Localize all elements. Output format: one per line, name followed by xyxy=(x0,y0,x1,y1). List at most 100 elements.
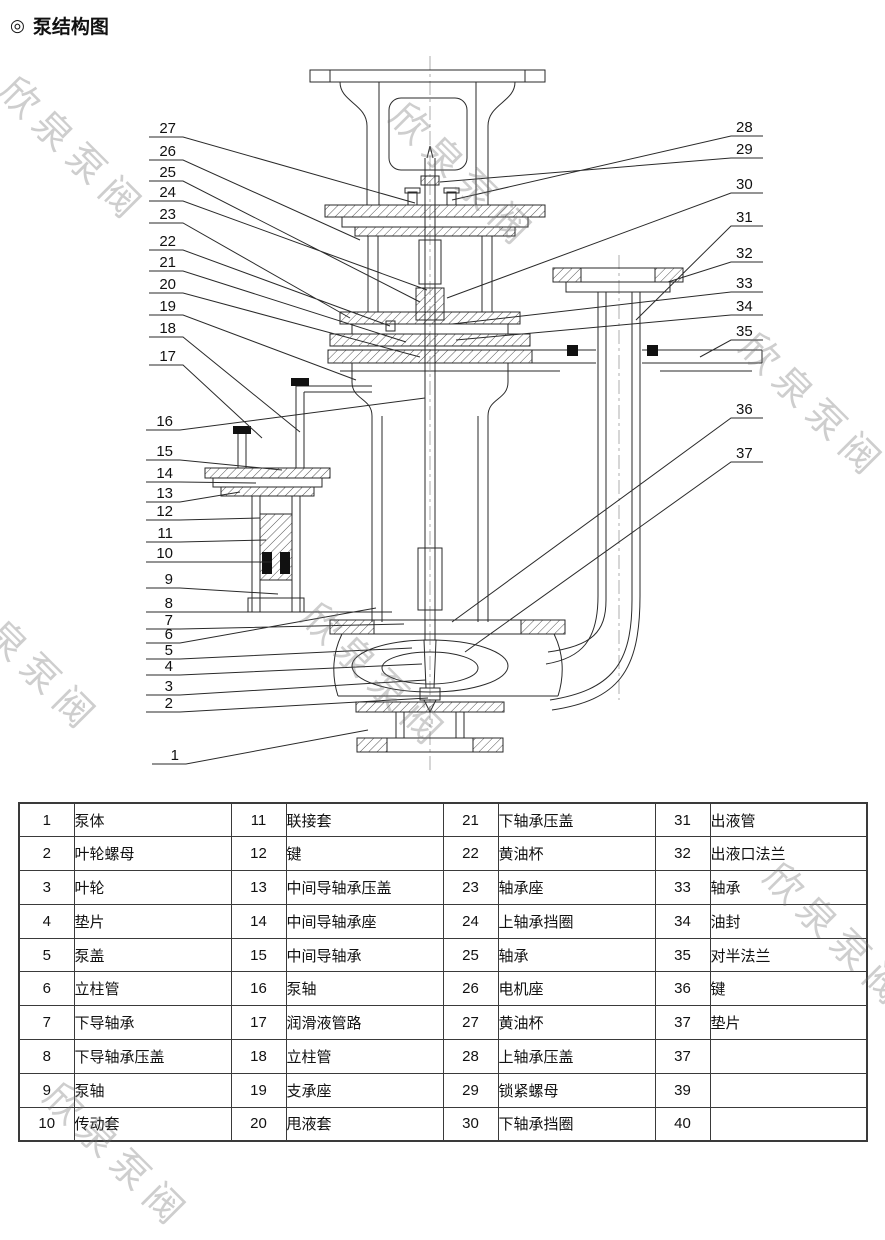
pump-structure-drawing: 27 26 25 24 23 22 21 20 19 18 17 16 15 1… xyxy=(146,56,763,772)
part-name: 出液管 xyxy=(709,802,868,838)
motor-bracket xyxy=(309,69,546,205)
discharge-pipe xyxy=(545,267,684,711)
part-name: 出液口法兰 xyxy=(709,836,868,872)
callout-label: 26 xyxy=(159,143,176,160)
table-row: 9 泵轴 19 支承座 29 锁紧螺母 39 xyxy=(18,1072,868,1108)
part-no: 7 xyxy=(18,1005,75,1041)
support-seat xyxy=(351,363,509,417)
callout-label: 19 xyxy=(159,298,176,315)
callout-label: 17 xyxy=(159,348,176,365)
part-name: 下轴承压盖 xyxy=(497,802,656,838)
callout-label: 4 xyxy=(165,658,173,675)
part-name: 中间导轴承座 xyxy=(285,903,444,939)
part-no: 28 xyxy=(442,1039,499,1074)
callout-label: 22 xyxy=(159,233,176,250)
part-no: 4 xyxy=(18,903,75,939)
table-row: 5 泵盖 15 中间导轴承 25 轴承 35 对半法兰 xyxy=(18,937,868,973)
part-no: 6 xyxy=(18,971,75,1007)
part-no: 9 xyxy=(18,1072,75,1108)
callout-label: 6 xyxy=(165,626,173,643)
part-name: 叶轮 xyxy=(73,870,232,905)
table-row: 3 叶轮 13 中间导轴承压盖 23 轴承座 33 轴承 xyxy=(18,870,868,905)
part-name: 支承座 xyxy=(285,1072,444,1108)
part-no: 23 xyxy=(442,870,499,905)
part-no: 26 xyxy=(442,971,499,1007)
centerlines xyxy=(429,56,620,772)
part-no: 10 xyxy=(18,1106,75,1142)
part-name: 中间导轴承 xyxy=(285,937,444,973)
part-name: 电机座 xyxy=(497,971,656,1007)
part-no: 12 xyxy=(230,836,287,872)
part-no: 24 xyxy=(442,903,499,939)
callout-label: 31 xyxy=(736,209,753,226)
pump-cross-section-svg: 27 26 25 24 23 22 21 20 19 18 17 16 15 1… xyxy=(146,56,763,772)
part-name xyxy=(709,1072,868,1108)
part-no: 18 xyxy=(230,1039,287,1074)
part-name: 键 xyxy=(709,971,868,1007)
part-name: 对半法兰 xyxy=(709,937,868,973)
table-row: 1 泵体 11 联接套 21 下轴承压盖 31 出液管 xyxy=(18,802,868,838)
part-no: 11 xyxy=(230,802,287,838)
callout-label: 9 xyxy=(165,571,173,588)
part-name: 叶轮螺母 xyxy=(73,836,232,872)
part-no: 36 xyxy=(654,971,711,1007)
part-name: 垫片 xyxy=(709,1005,868,1041)
title-bullet-icon: ◎ xyxy=(10,15,25,35)
part-no: 31 xyxy=(654,802,711,838)
part-no: 40 xyxy=(654,1106,711,1142)
pump-casing xyxy=(329,619,566,713)
part-no: 27 xyxy=(442,1005,499,1041)
part-name: 轴承座 xyxy=(497,870,656,905)
part-name: 下导轴承 xyxy=(73,1005,232,1041)
part-name: 垫片 xyxy=(73,903,232,939)
part-name: 下导轴承压盖 xyxy=(73,1039,232,1074)
part-no: 30 xyxy=(442,1106,499,1142)
callouts-left: 27 26 25 24 23 22 21 20 19 18 17 16 15 1… xyxy=(156,120,179,764)
callout-label: 11 xyxy=(157,525,173,542)
parts-table: 1 泵体 11 联接套 21 下轴承压盖 31 出液管 2 叶轮螺母 12 键 … xyxy=(18,802,868,1142)
callout-label: 10 xyxy=(156,545,173,562)
part-no: 34 xyxy=(654,903,711,939)
part-name: 泵体 xyxy=(73,802,232,838)
part-name: 键 xyxy=(285,836,444,872)
part-no: 20 xyxy=(230,1106,287,1142)
column-pipe xyxy=(371,416,489,622)
part-name: 上轴承挡圈 xyxy=(497,903,656,939)
table-row: 2 叶轮螺母 12 键 22 黄油杯 32 出液口法兰 xyxy=(18,836,868,872)
pump-shaft xyxy=(415,145,445,714)
part-name: 锁紧螺母 xyxy=(497,1072,656,1108)
part-name: 下轴承挡圈 xyxy=(497,1106,656,1142)
part-no: 29 xyxy=(442,1072,499,1108)
part-no: 21 xyxy=(442,802,499,838)
callout-label: 12 xyxy=(156,503,173,520)
callout-label: 32 xyxy=(736,245,753,262)
part-name: 油封 xyxy=(709,903,868,939)
part-name: 联接套 xyxy=(285,802,444,838)
part-name: 润滑液管路 xyxy=(285,1005,444,1041)
part-no: 15 xyxy=(230,937,287,973)
part-no: 14 xyxy=(230,903,287,939)
callout-label: 27 xyxy=(159,120,176,137)
callout-label: 5 xyxy=(165,642,173,659)
part-no: 22 xyxy=(442,836,499,872)
callout-label: 28 xyxy=(736,119,753,136)
part-name xyxy=(709,1106,868,1142)
part-no: 25 xyxy=(442,937,499,973)
part-no: 16 xyxy=(230,971,287,1007)
part-no: 37 xyxy=(654,1005,711,1041)
callout-leader-lines xyxy=(146,135,763,765)
part-no: 13 xyxy=(230,870,287,905)
callout-label: 25 xyxy=(159,164,176,181)
table-row: 10 传动套 20 甩液套 30 下轴承挡圈 40 xyxy=(18,1106,868,1142)
callout-label: 13 xyxy=(156,485,173,502)
table-row: 6 立柱管 16 泵轴 26 电机座 36 键 xyxy=(18,971,868,1007)
part-name: 轴承 xyxy=(497,937,656,973)
callout-label: 7 xyxy=(165,612,173,629)
part-no: 39 xyxy=(654,1072,711,1108)
part-no: 1 xyxy=(18,802,75,838)
part-no: 19 xyxy=(230,1072,287,1108)
callout-label: 35 xyxy=(736,323,753,340)
callout-label: 23 xyxy=(159,206,176,223)
part-no: 17 xyxy=(230,1005,287,1041)
callout-label: 18 xyxy=(159,320,176,337)
